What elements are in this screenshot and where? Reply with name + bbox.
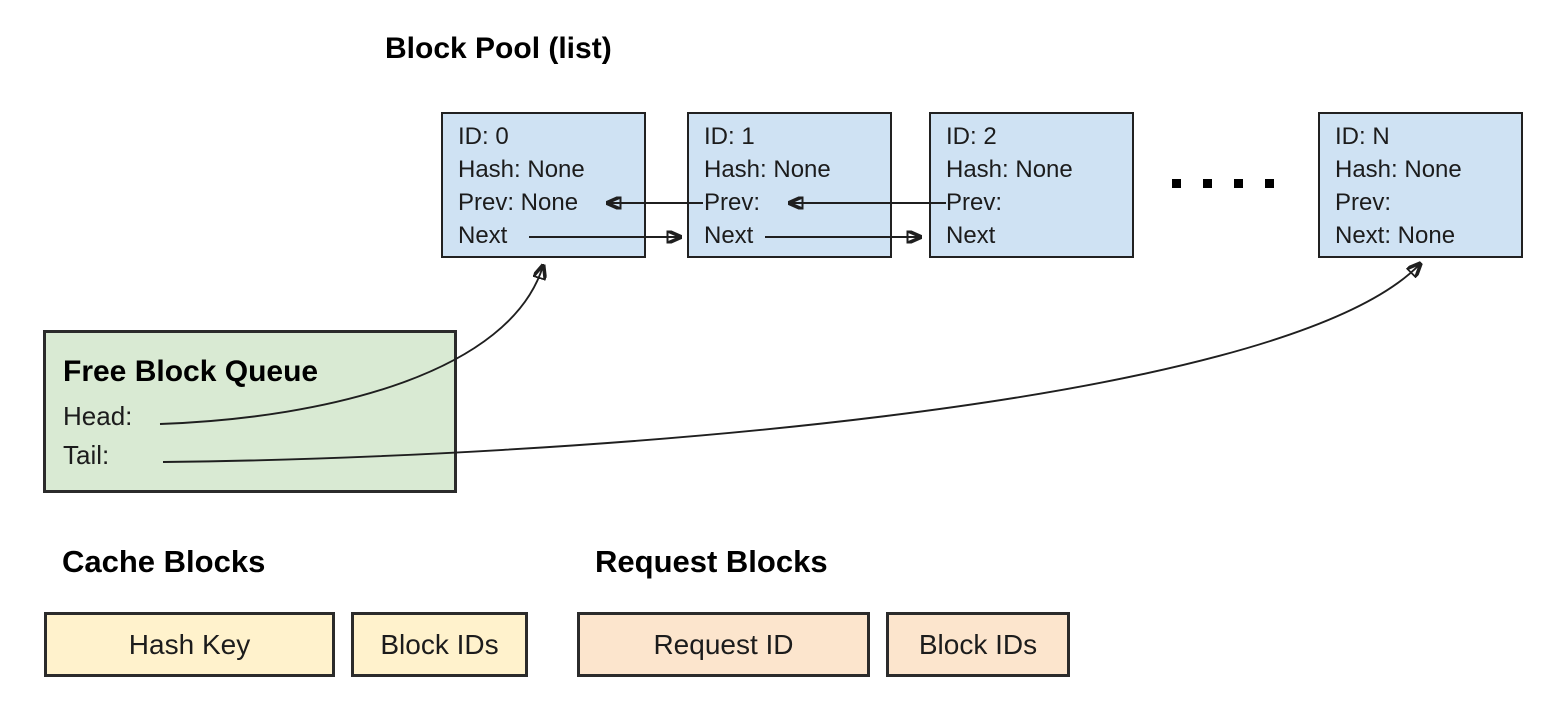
cache-blocks-title: Cache Blocks [62, 544, 266, 579]
cache-hash-key-label: Hash Key [128, 628, 251, 660]
block-next: Next [946, 222, 996, 249]
cache-hash-key-box: Hash Key [44, 612, 335, 677]
free-block-queue-box: Free Block Queue Head: Tail: [43, 330, 457, 493]
block-prev: Prev: [946, 189, 1003, 216]
cache-block-ids-label: Block IDs [380, 628, 499, 660]
block-id: ID: 0 [458, 123, 509, 150]
block-id: ID: 2 [946, 123, 997, 150]
block-hash: Hash: None [946, 156, 1073, 183]
block-prev: Prev: [1335, 189, 1392, 216]
request-id-label: Request ID [653, 628, 794, 660]
request-block-ids-box: Block IDs [886, 612, 1070, 677]
pool-block-2: ID: 2 Hash: None Prev: Next [929, 112, 1134, 258]
request-block-ids-label: Block IDs [918, 628, 1038, 660]
block-prev: Prev: [704, 189, 761, 216]
pool-block-0: ID: 0 Hash: None Prev: None Next [441, 112, 646, 258]
block-next: Next [704, 222, 754, 249]
request-id-box: Request ID [577, 612, 870, 677]
block-id: ID: N [1335, 123, 1390, 150]
free-block-queue-tail-label: Tail: [63, 440, 110, 470]
pool-block-n: ID: N Hash: None Prev: Next: None [1318, 112, 1523, 258]
block-hash: Hash: None [704, 156, 831, 183]
block-next: Next [458, 222, 508, 249]
pool-block-1: ID: 1 Hash: None Prev: Next [687, 112, 892, 258]
block-hash: Hash: None [1335, 156, 1462, 183]
block-id: ID: 1 [704, 123, 755, 150]
request-blocks-title: Request Blocks [595, 544, 828, 579]
cache-block-ids-box: Block IDs [351, 612, 528, 677]
ellipsis-dot [1172, 179, 1181, 188]
block-hash: Hash: None [458, 156, 585, 183]
block-next: Next: None [1335, 222, 1456, 249]
block-prev: Prev: None [458, 189, 579, 216]
free-block-queue-title: Free Block Queue [63, 355, 319, 388]
ellipsis-dot [1203, 179, 1212, 188]
free-block-queue-head-label: Head: [63, 401, 133, 431]
ellipsis-dot [1265, 179, 1274, 188]
ellipsis-dot [1234, 179, 1243, 188]
block-pool-title: Block Pool (list) [385, 32, 612, 65]
